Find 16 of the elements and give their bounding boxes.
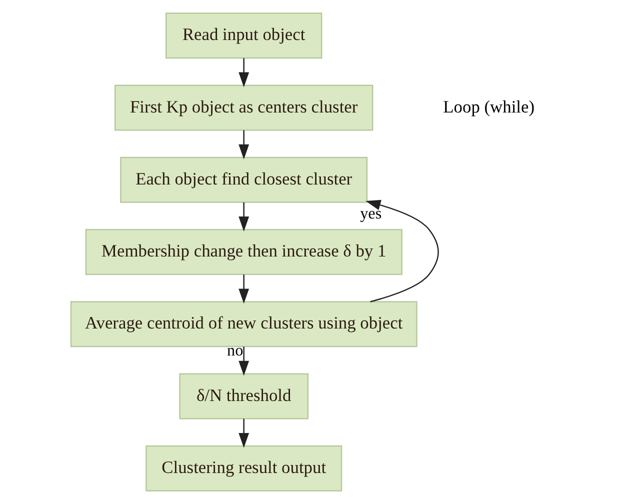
- arrow: [238, 202, 249, 232]
- arrow: [238, 274, 249, 304]
- arrow: [365, 200, 438, 302]
- node-box: Each object find closest cluster: [120, 156, 368, 203]
- node-box: δ/N threshold: [178, 373, 308, 420]
- node-box: Average centroid of new clusters using object: [70, 301, 417, 348]
- arrow: [238, 346, 249, 376]
- arrow: [238, 418, 249, 448]
- label: Loop (while): [442, 96, 534, 116]
- edge-label: yes: [360, 206, 382, 223]
- node-box: Membership change then increase δ by 1: [84, 229, 402, 275]
- node-box: Read input object: [165, 12, 322, 59]
- arrow: [238, 58, 249, 88]
- node-box: First Kp object as centers cluster: [114, 84, 373, 131]
- arrow: [238, 130, 249, 160]
- node-box: Clustering result output: [145, 445, 342, 492]
